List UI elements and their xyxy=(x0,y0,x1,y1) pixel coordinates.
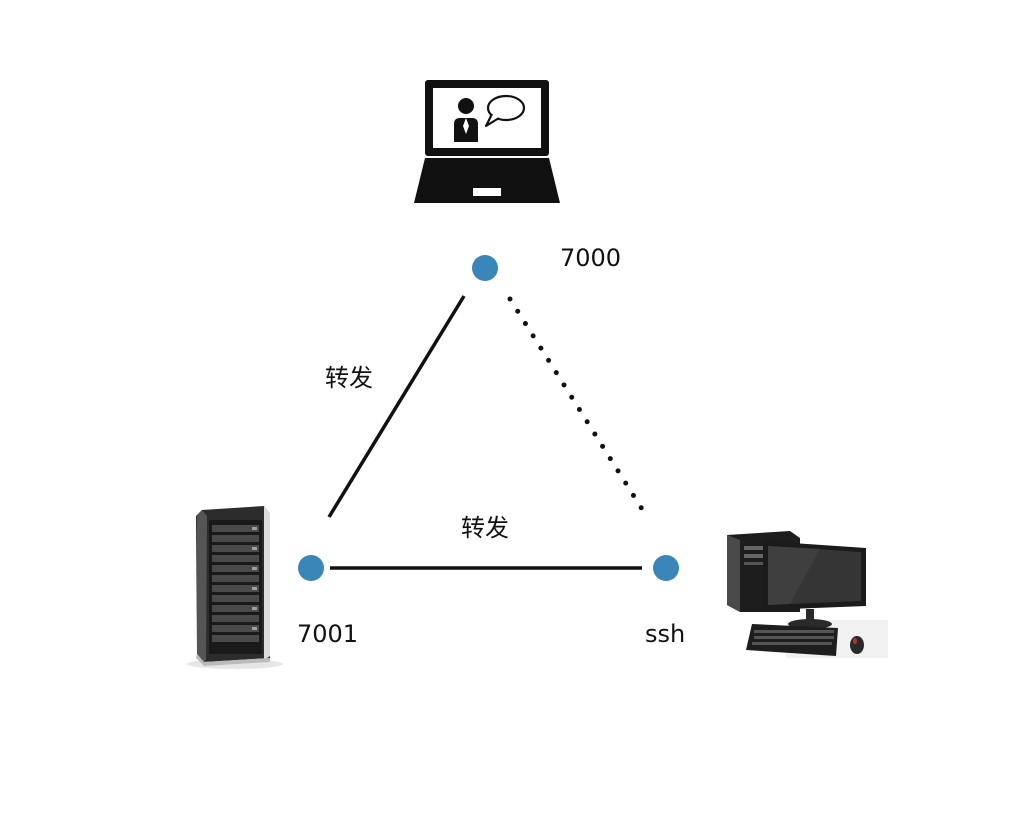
node-dot-right xyxy=(653,555,679,581)
laptop-user-chat-icon xyxy=(414,80,560,203)
edge-left-top xyxy=(327,295,466,518)
port-label-ssh: ssh xyxy=(645,620,686,648)
node-dot-left xyxy=(298,555,324,581)
edge-label-forward-left: 转发 xyxy=(325,364,373,392)
edge-top-right xyxy=(507,296,650,520)
port-label-7000: 7000 xyxy=(560,244,622,272)
server-rack-icon xyxy=(187,506,283,669)
desktop-computer-icon xyxy=(727,531,888,658)
edge-label-forward-bottom: 转发 xyxy=(461,514,509,542)
node-dot-top xyxy=(472,255,498,281)
port-label-7001: 7001 xyxy=(297,620,359,648)
